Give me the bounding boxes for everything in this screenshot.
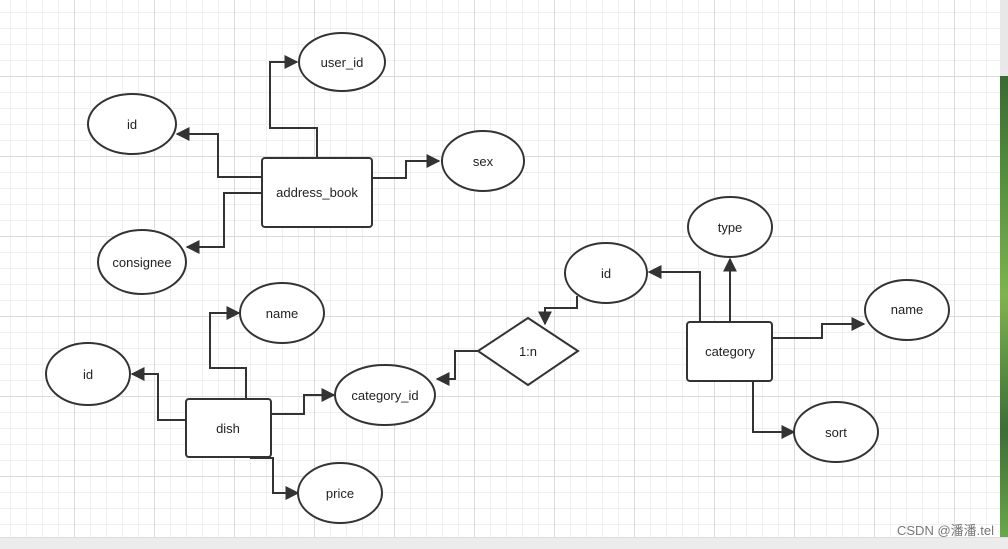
er-diagram-canvas: address_book user_id id sex consignee di… — [45, 32, 950, 524]
edge-category_id-relation — [538, 296, 578, 326]
attribute-label: category_id — [351, 388, 418, 403]
attribute-ellipse — [441, 130, 525, 192]
edge-address_book-sex — [372, 154, 441, 179]
edge-dish-price — [250, 457, 300, 500]
attribute-label: id — [601, 266, 611, 281]
entity-box — [686, 321, 773, 382]
attribute-label: user_id — [321, 55, 364, 70]
attribute-label: type — [718, 220, 743, 235]
scrollbar-thumb[interactable] — [1000, 0, 1008, 76]
attribute-category-id[interactable]: id — [564, 242, 648, 304]
attribute-address_book-sex[interactable]: sex — [441, 130, 525, 192]
edge-relation-category_id — [435, 350, 478, 386]
attribute-ellipse — [87, 93, 177, 155]
edge-dish-category_id — [271, 388, 336, 415]
attribute-address_book-consignee[interactable]: consignee — [97, 229, 187, 295]
attribute-ellipse — [334, 364, 436, 426]
attribute-ellipse — [97, 229, 187, 295]
vertical-scrollbar[interactable] — [1000, 0, 1008, 538]
edge-category-sort — [752, 381, 796, 439]
attribute-label: price — [326, 486, 354, 501]
entity-category[interactable]: category — [686, 321, 773, 382]
edge-dish-id — [130, 367, 186, 421]
attribute-ellipse — [687, 196, 773, 258]
attribute-category-sort[interactable]: sort — [793, 401, 879, 463]
entity-address_book[interactable]: address_book — [261, 157, 373, 228]
attribute-ellipse — [297, 462, 383, 524]
relationship-dish-category[interactable]: 1:n — [476, 316, 580, 387]
attribute-label: sort — [825, 425, 847, 440]
watermark-text: CSDN @潘潘.tel — [897, 523, 994, 538]
horizontal-scrollbar[interactable] — [0, 537, 1008, 549]
entity-label: address_book — [276, 185, 358, 200]
attribute-ellipse — [45, 342, 131, 406]
attribute-dish-id[interactable]: id — [45, 342, 131, 406]
relationship-diamond — [476, 316, 580, 387]
attribute-label: id — [127, 117, 137, 132]
attribute-address_book-id[interactable]: id — [87, 93, 177, 155]
relationship-label: 1:n — [519, 344, 537, 359]
entity-box — [261, 157, 373, 228]
attribute-ellipse — [239, 282, 325, 344]
attribute-dish-name[interactable]: name — [239, 282, 325, 344]
attribute-ellipse — [793, 401, 879, 463]
attribute-ellipse — [564, 242, 648, 304]
attribute-dish-price[interactable]: price — [297, 462, 383, 524]
entity-label: dish — [216, 421, 240, 436]
attribute-label: consignee — [112, 255, 171, 270]
attribute-ellipse — [298, 32, 386, 92]
entity-box — [185, 398, 272, 458]
entity-label: category — [705, 344, 755, 359]
attribute-category-type[interactable]: type — [687, 196, 773, 258]
attribute-address_book-user_id[interactable]: user_id — [298, 32, 386, 92]
edge-address_book-consignee — [185, 192, 262, 254]
attribute-dish-category_id[interactable]: category_id — [334, 364, 436, 426]
attribute-label: id — [83, 367, 93, 382]
attribute-category-name[interactable]: name — [864, 279, 950, 341]
attribute-ellipse — [864, 279, 950, 341]
entity-dish[interactable]: dish — [185, 398, 272, 458]
attribute-label: sex — [473, 154, 494, 169]
edge-category-name — [772, 317, 866, 339]
edge-address_book-user_id — [269, 55, 318, 157]
edge-category-id — [647, 265, 701, 322]
attribute-label: name — [266, 306, 299, 321]
connectors — [130, 55, 866, 500]
edge-address_book-id — [175, 127, 262, 178]
edge-dish-name — [209, 306, 247, 398]
attribute-label: name — [891, 302, 924, 317]
